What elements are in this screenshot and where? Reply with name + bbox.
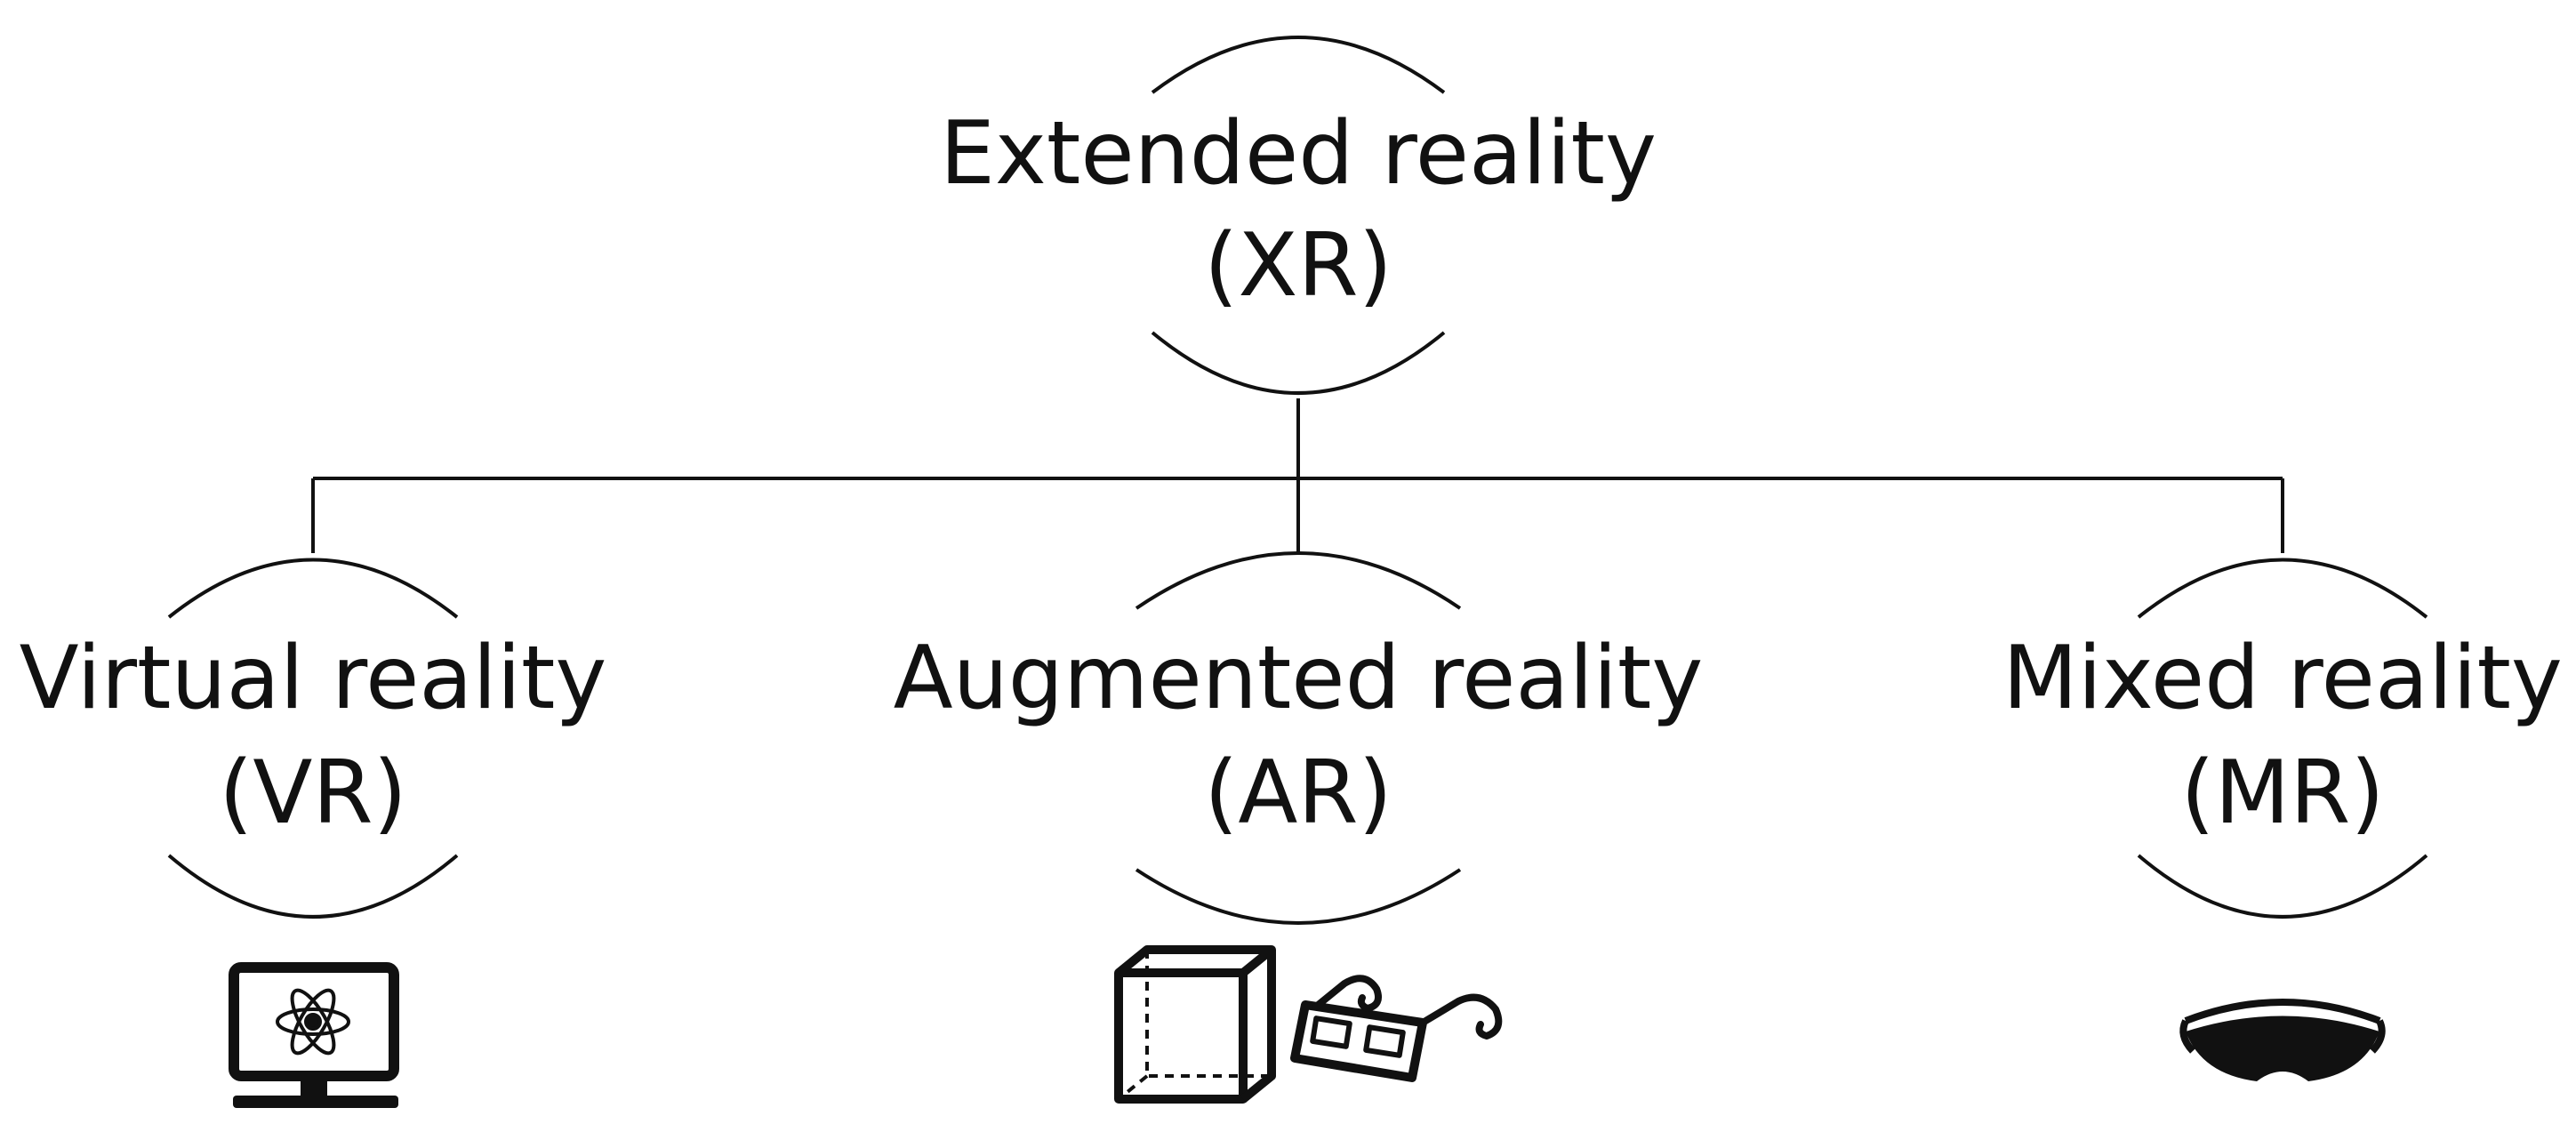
- mr-abbr: (MR): [2180, 743, 2384, 844]
- vr-top-arc: [167, 558, 459, 619]
- root-top-arc: [1151, 36, 1446, 94]
- ar-title: Augmented reality: [894, 628, 1704, 729]
- tree-connectors: [311, 398, 2284, 553]
- child-node-mr: Mixed reality (MR): [2002, 558, 2563, 919]
- vr-title: Virtual reality: [20, 628, 607, 729]
- mixed-reality-headset-icon: [2179, 999, 2386, 1081]
- mr-title: Mixed reality: [2002, 628, 2563, 729]
- vr-bottom-arc: [167, 854, 459, 919]
- vr-abbr: (VR): [219, 743, 407, 844]
- root-bottom-arc: [1151, 331, 1446, 395]
- ar-abbr: (AR): [1204, 743, 1392, 844]
- root-abbr: (XR): [1204, 215, 1392, 317]
- mr-bottom-arc: [2137, 854, 2428, 919]
- mr-top-arc: [2137, 558, 2428, 619]
- child-node-vr: Virtual reality (VR): [20, 558, 607, 919]
- monitor-atom-icon: [229, 962, 399, 1108]
- root-title: Extended reality: [940, 103, 1657, 205]
- root-node: Extended reality (XR): [940, 36, 1657, 395]
- ar-bottom-arc: [1135, 868, 1462, 925]
- child-node-ar: Augmented reality (AR): [894, 551, 1704, 925]
- cube-icon: [1114, 945, 1276, 1104]
- 3d-glasses-icon: [1290, 975, 1503, 1082]
- box-and-3d-glasses-icon: [1114, 945, 1503, 1104]
- ar-top-arc: [1135, 551, 1462, 610]
